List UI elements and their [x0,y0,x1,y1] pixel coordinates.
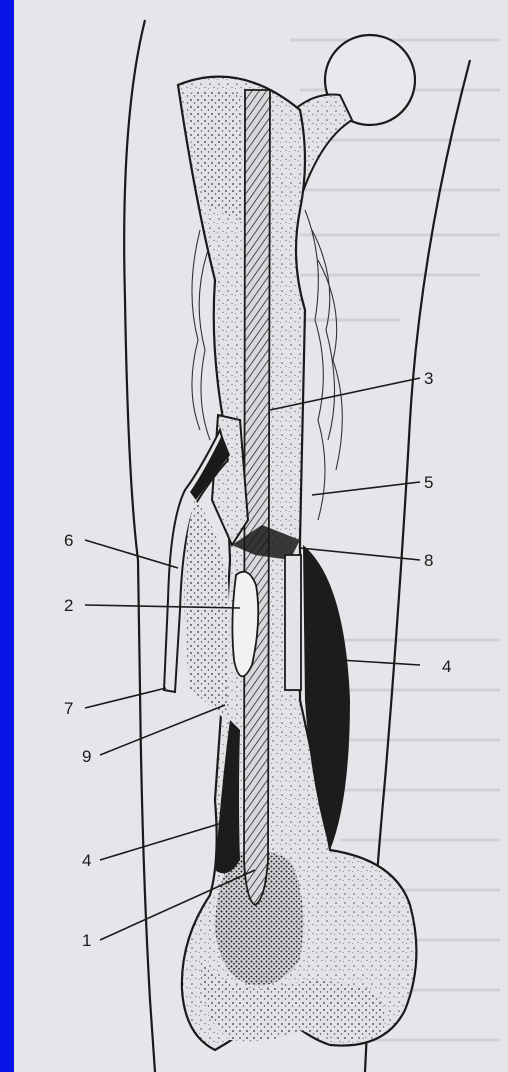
label-4-left: 4 [82,851,91,870]
intramedullary-nail [244,90,270,905]
label-8: 8 [424,551,433,570]
cortical-plate [285,555,301,690]
label-4-right: 4 [442,657,451,676]
label-6: 6 [64,531,73,550]
label-3: 3 [424,369,433,388]
label-7: 7 [64,699,73,718]
label-2: 2 [64,596,73,615]
label-1: 1 [82,931,91,950]
label-5: 5 [424,473,433,492]
thigh-outline-left [124,20,155,1072]
label-9: 9 [82,747,91,766]
granulation-tissue [184,500,229,720]
